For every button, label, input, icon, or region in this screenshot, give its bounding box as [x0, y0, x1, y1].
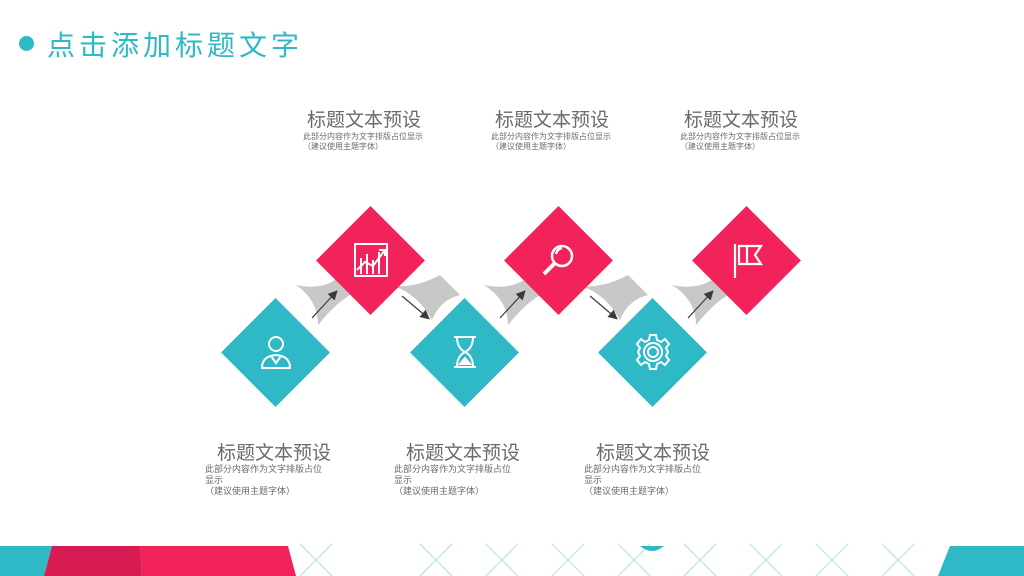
user-icon — [260, 336, 292, 369]
title-bullet — [19, 36, 34, 51]
growth-chart-icon — [354, 243, 388, 277]
footer-lattice — [299, 543, 915, 576]
magnifier-icon — [542, 244, 574, 276]
step-3-title: 标题文本预设 — [406, 442, 521, 464]
step-3-text: 标题文本预设 此部分内容作为文字排版占位 显示 （建议使用主题字体） — [394, 441, 520, 498]
gear-icon — [635, 334, 671, 370]
step-2-desc-line1: 此部分内容作为文字排版占位显示 — [303, 132, 423, 141]
arrow-5 — [687, 290, 714, 319]
arrow-2 — [401, 295, 430, 320]
arrow-3 — [499, 290, 526, 319]
step-1-title: 标题文本预设 — [217, 442, 332, 464]
step-5-text: 标题文本预设 此部分内容作为文字排版占位 显示 （建议使用主题字体） — [584, 441, 710, 498]
footer-pink-dark — [44, 546, 142, 576]
page-title: 点击添加标题文字 — [47, 29, 304, 62]
footer-teal-dot — [640, 546, 664, 551]
arrow-1 — [311, 290, 338, 319]
footer-teal-right — [938, 546, 1024, 576]
step-1-text: 标题文本预设 此部分内容作为文字排版占位 显示 （建议使用主题字体） — [205, 441, 331, 498]
flag-icon — [733, 244, 764, 278]
connector-2 — [388, 275, 460, 320]
footer-teal-left — [0, 546, 52, 576]
step-4-desc-line2: （建议使用主题字体） — [491, 142, 571, 151]
step-2-desc-line2: （建议使用主题字体） — [303, 142, 383, 151]
step-6-title: 标题文本预设 — [684, 109, 799, 131]
step-1-desc-line3: （建议使用主题字体） — [205, 487, 296, 497]
step-3-desc-line3: （建议使用主题字体） — [394, 487, 485, 497]
step-5-desc-line2: 显示 — [584, 476, 603, 486]
arrow-4 — [589, 295, 618, 320]
step-4-text: 标题文本预设 此部分内容作为文字排版占位显示 （建议使用主题字体） — [491, 108, 611, 152]
connector-4 — [576, 275, 648, 320]
step-4-desc-line1: 此部分内容作为文字排版占位显示 — [491, 132, 611, 141]
hourglass-icon — [454, 336, 476, 368]
step-3-desc-line2: 显示 — [394, 476, 413, 486]
step-5-desc-line1: 此部分内容作为文字排版占位 — [584, 465, 702, 475]
step-4-title: 标题文本预设 — [495, 109, 610, 131]
step-1-desc-line1: 此部分内容作为文字排版占位 — [205, 465, 323, 475]
step-2-title: 标题文本预设 — [307, 109, 422, 131]
step-6-desc-line2: （建议使用主题字体） — [680, 142, 760, 151]
step-2-text: 标题文本预设 此部分内容作为文字排版占位显示 （建议使用主题字体） — [303, 108, 423, 152]
step-6-desc-line1: 此部分内容作为文字排版占位显示 — [680, 132, 800, 141]
step-1-desc-line2: 显示 — [205, 476, 224, 486]
step-5-title: 标题文本预设 — [596, 442, 711, 464]
step-3-desc-line1: 此部分内容作为文字排版占位 — [394, 465, 512, 475]
step-6-text: 标题文本预设 此部分内容作为文字排版占位显示 （建议使用主题字体） — [680, 108, 800, 152]
footer-pink — [140, 546, 296, 576]
step-5-desc-line3: （建议使用主题字体） — [584, 487, 675, 497]
